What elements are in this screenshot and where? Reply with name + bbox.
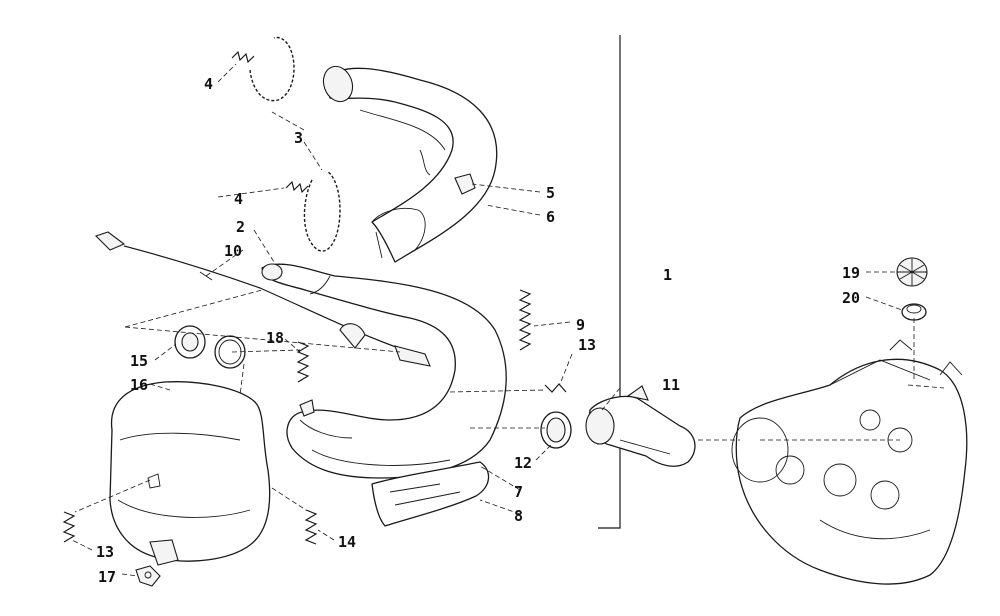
callout-8: 8 bbox=[514, 507, 523, 525]
callout-2: 2 bbox=[236, 218, 245, 236]
callout-11: 11 bbox=[662, 376, 680, 394]
tether-cable bbox=[94, 231, 411, 353]
callout-3: 3 bbox=[294, 129, 303, 147]
callout-6: 6 bbox=[546, 208, 555, 226]
callout-10: 10 bbox=[224, 242, 242, 260]
spring-18 bbox=[296, 341, 310, 383]
retaining-chain-upper bbox=[249, 36, 295, 102]
callout-19: 19 bbox=[842, 264, 860, 282]
callout-20: 20 bbox=[842, 289, 860, 307]
clip-17 bbox=[135, 565, 161, 587]
callout-13-lower: 13 bbox=[96, 543, 114, 561]
callout-13-upper: 13 bbox=[578, 336, 596, 354]
spring-clip-lower bbox=[285, 180, 309, 194]
upper-heat-shield bbox=[322, 65, 498, 263]
callout-9: 9 bbox=[576, 316, 585, 334]
callout-14: 14 bbox=[338, 533, 356, 551]
lower-heat-shield bbox=[371, 461, 490, 527]
muffler bbox=[109, 381, 271, 566]
callout-4-upper: 4 bbox=[204, 75, 213, 93]
retaining-chain-lower bbox=[303, 171, 341, 252]
gasket-ring bbox=[174, 325, 206, 359]
callout-12: 12 bbox=[514, 454, 532, 472]
callout-15: 15 bbox=[130, 352, 148, 370]
spring-9 bbox=[518, 289, 532, 351]
callout-17: 17 bbox=[98, 568, 116, 586]
callout-5: 5 bbox=[546, 184, 555, 202]
callout-18: 18 bbox=[266, 329, 284, 347]
grommet bbox=[901, 303, 927, 321]
callout-7: 7 bbox=[514, 483, 523, 501]
spring-14 bbox=[304, 509, 318, 545]
callout-1: 1 bbox=[663, 266, 672, 284]
exhaust-manifold bbox=[585, 385, 696, 467]
filter-cap bbox=[896, 257, 928, 287]
leader-lines bbox=[71, 63, 945, 577]
callout-4-lower: 4 bbox=[234, 190, 243, 208]
spring-13-lower bbox=[62, 511, 76, 543]
callout-labels: 1 2 3 4 4 5 6 7 8 9 10 11 12 13 13 14 15… bbox=[96, 75, 860, 586]
seal-ring bbox=[214, 335, 246, 369]
spring-13-upper bbox=[544, 383, 567, 393]
callout-16: 16 bbox=[130, 376, 148, 394]
spring-clip-upper bbox=[231, 50, 255, 64]
assembly-bracket bbox=[598, 35, 621, 529]
flange-ring bbox=[540, 411, 572, 449]
expansion-chamber bbox=[261, 263, 507, 479]
engine-block bbox=[731, 339, 968, 585]
